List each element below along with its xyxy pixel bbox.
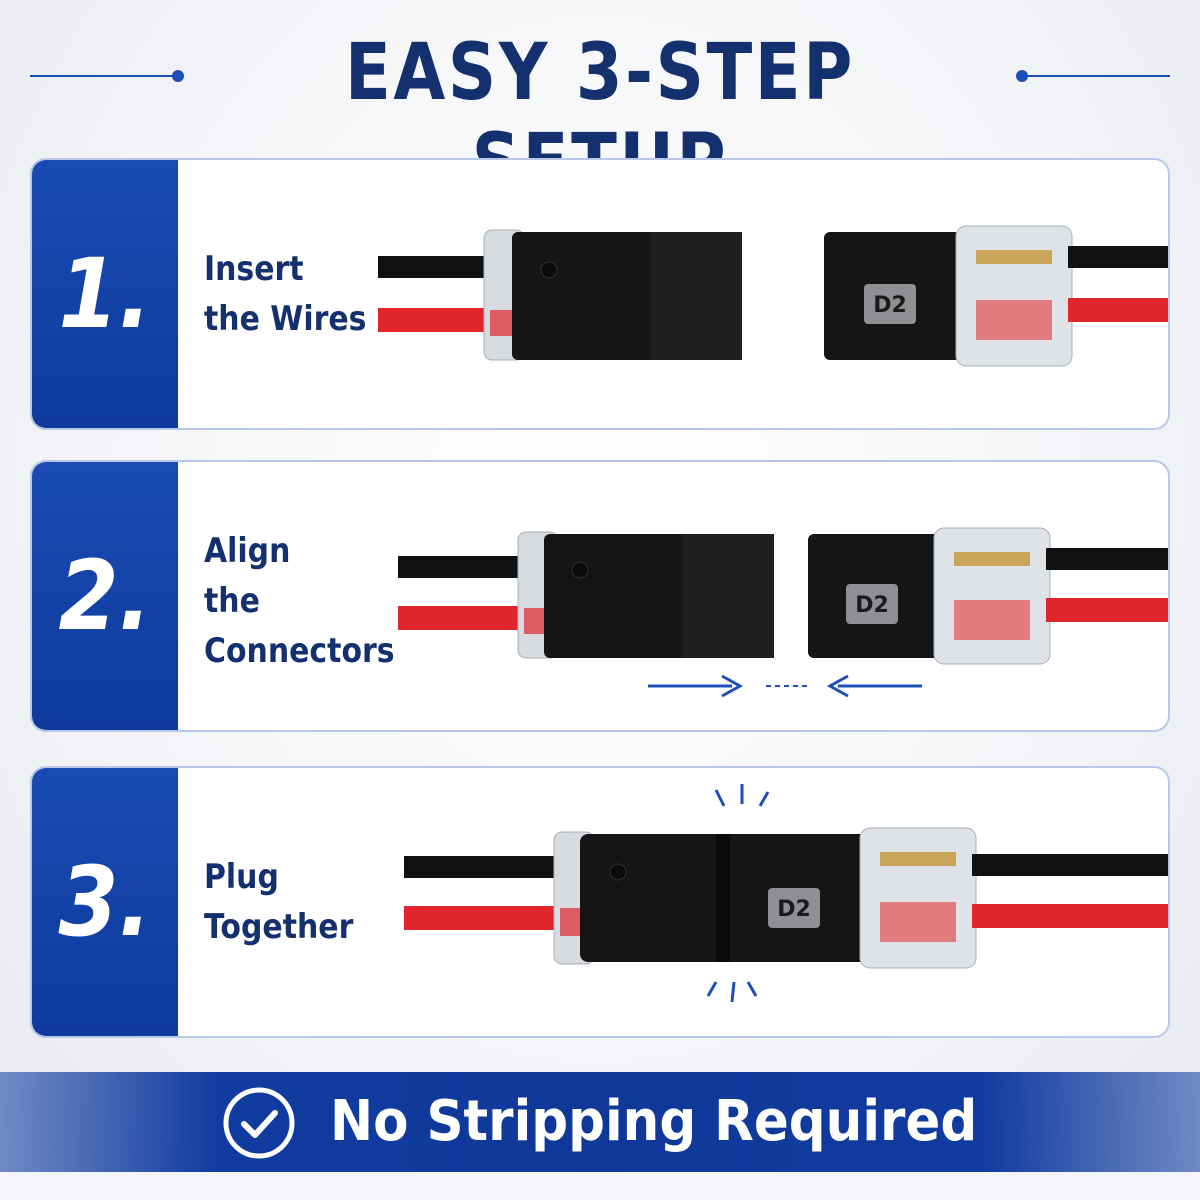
- step-card-2: 2. Align the Connectors D2: [30, 460, 1170, 732]
- black-wire: [378, 256, 498, 278]
- step-card-1: 1. Insert the Wires D2: [30, 158, 1170, 430]
- step-label: Insert the Wires: [204, 244, 366, 344]
- title-divider-left: [30, 75, 175, 77]
- step-label-line: Together: [204, 907, 354, 947]
- step-label-line: the: [204, 581, 260, 621]
- connector-label: D2: [873, 293, 907, 318]
- red-wire: [378, 308, 498, 332]
- black-wire: [972, 854, 1168, 876]
- step-number: 3.: [58, 846, 152, 958]
- step-number-panel: [32, 160, 178, 428]
- red-wire: [972, 904, 1168, 928]
- black-wire: [404, 856, 564, 878]
- connector-label: D2: [777, 897, 811, 922]
- black-wire: [1068, 246, 1168, 268]
- black-wire: [1046, 548, 1168, 570]
- align-arrow-right-icon: [648, 674, 744, 698]
- align-arrow-left-icon: [826, 674, 922, 698]
- step-number-panel: [32, 768, 178, 1036]
- step-number: 2.: [58, 540, 152, 652]
- clear-cap-right: [955, 225, 1073, 367]
- footer-text: No Stripping Required: [330, 1089, 978, 1154]
- red-wire: [1046, 598, 1168, 622]
- click-spark-top-icon: [714, 784, 770, 807]
- step-label-line: Plug: [204, 857, 279, 897]
- step-label: Align the Connectors: [204, 526, 395, 676]
- step-2-illustration: D2: [398, 527, 1168, 698]
- step-label-line: Insert: [204, 249, 304, 289]
- black-wire: [398, 556, 528, 578]
- clear-cap-right: [933, 527, 1051, 665]
- clear-cap-right: [859, 827, 977, 969]
- click-spark-bottom-icon: [706, 981, 758, 1003]
- title-divider-dot-left: [172, 70, 184, 82]
- step-label-line: Align: [204, 531, 291, 571]
- step-1-illustration: D2: [378, 225, 1168, 367]
- step-label-line: Connectors: [204, 631, 395, 671]
- title-divider-dot-right: [1016, 70, 1028, 82]
- title-row: EASY 3-STEP SETUP: [0, 0, 1200, 208]
- bottom-strip: [0, 1172, 1200, 1200]
- step-card-3: 3. Plug Together D2: [30, 766, 1170, 1038]
- connector-label: D2: [855, 593, 889, 618]
- step-number: 1.: [58, 238, 152, 350]
- red-wire: [1068, 298, 1168, 322]
- red-wire: [398, 606, 528, 630]
- footer-banner: No Stripping Required: [0, 1072, 1200, 1172]
- step-label: Plug Together: [204, 852, 353, 952]
- step-number-panel: [32, 462, 178, 730]
- step-label-line: the Wires: [204, 299, 367, 339]
- step-3-illustration: D2: [404, 784, 1168, 1003]
- check-circle-icon: [223, 1087, 295, 1159]
- title-divider-right: [1025, 75, 1170, 77]
- red-wire: [404, 906, 564, 930]
